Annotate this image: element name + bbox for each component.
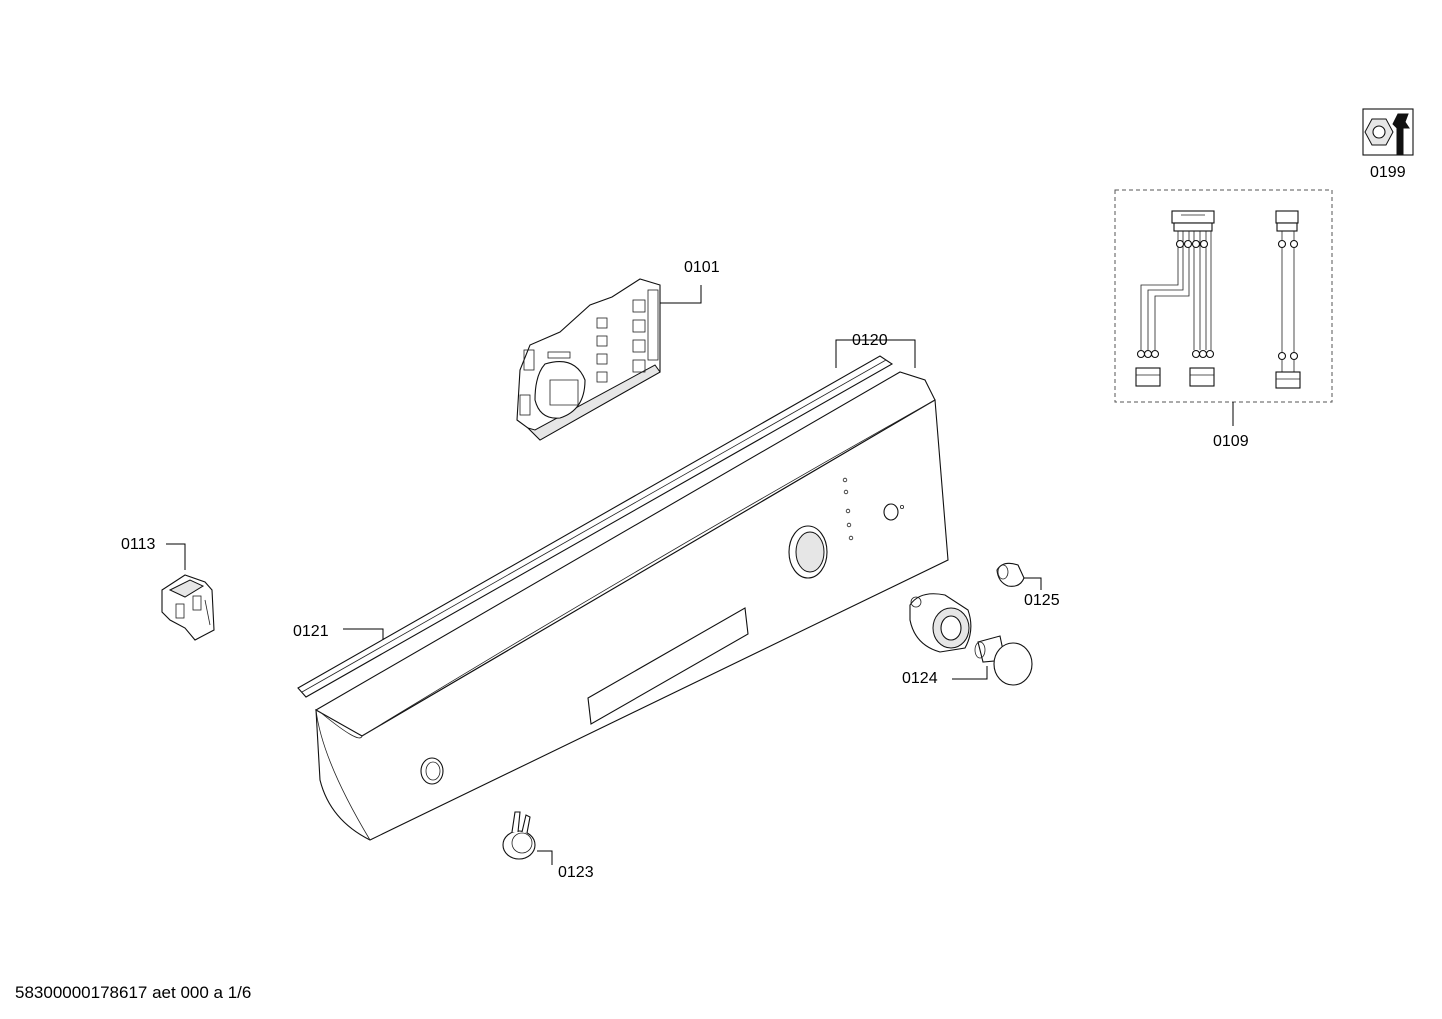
indicator-lens-part: [996, 562, 1025, 587]
push-button-part: [502, 811, 536, 860]
control-panel-facia: [314, 371, 949, 841]
electronic-module: [516, 278, 661, 441]
rotary-knob-part: [909, 593, 1033, 686]
label-0124: 0124: [902, 670, 938, 687]
label-0120: 0120: [852, 332, 888, 349]
label-0121: 0121: [293, 623, 329, 640]
wiring-harness-kit: [1114, 189, 1333, 403]
label-0199: 0199: [1370, 164, 1406, 181]
label-0113: 0113: [121, 536, 156, 553]
seal-strip: [297, 355, 894, 698]
label-0109: 0109: [1213, 433, 1249, 450]
document-reference: 58300000178617 aet 000 a 1/6: [15, 983, 251, 1002]
label-0123: 0123: [558, 864, 594, 881]
bracket-part: [161, 574, 215, 641]
label-0101: 0101: [684, 259, 720, 276]
service-tool-icon: [1362, 108, 1414, 156]
label-0125: 0125: [1024, 592, 1060, 609]
